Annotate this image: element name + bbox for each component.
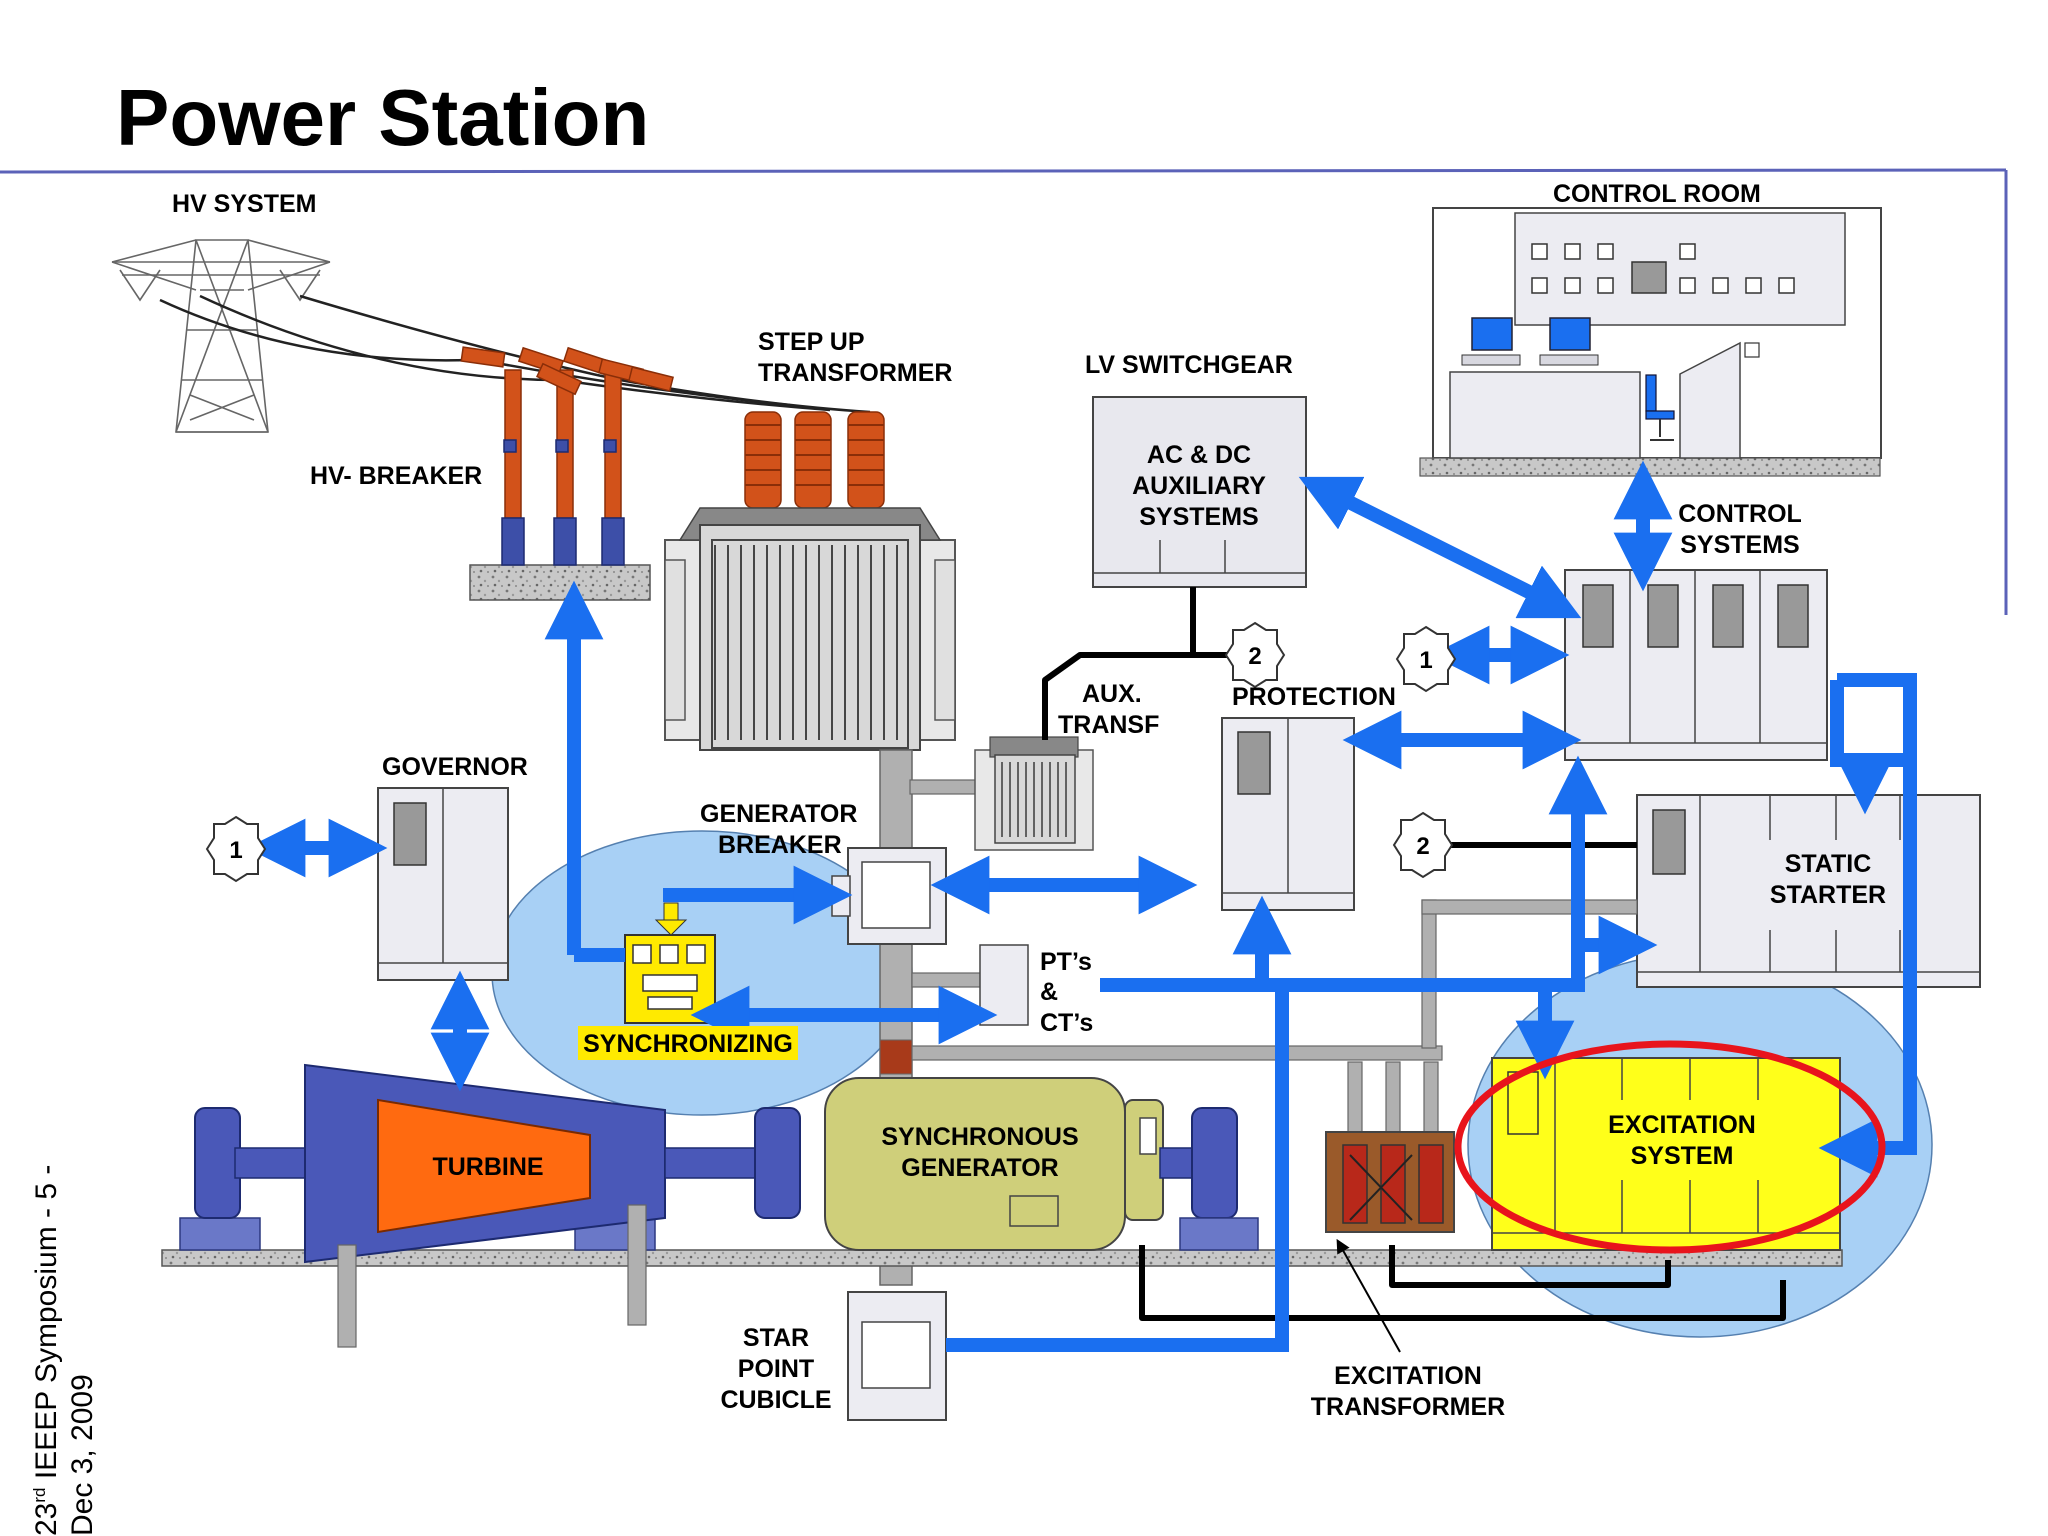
- operator-chair-icon: [1645, 374, 1675, 441]
- slide-frame: [0, 168, 2008, 615]
- lv-switchgear-cabinet: [1092, 396, 1307, 588]
- label-generator-breaker-1: GENERATOR: [700, 800, 857, 828]
- label-step-up-2: TRANSFORMER: [758, 359, 952, 387]
- badge-1-governor-text: 1: [229, 837, 242, 864]
- badge-2-protection: 2: [1224, 621, 1286, 689]
- label-generator-breaker-2: BREAKER: [718, 831, 842, 859]
- label-turbine: TURBINE: [432, 1153, 543, 1181]
- hv-tower-icon: [111, 239, 331, 433]
- pts-cts-box: [979, 944, 1029, 1026]
- label-star-point-2: POINT: [738, 1355, 814, 1383]
- label-excitation-transformer-2: TRANSFORMER: [1311, 1393, 1505, 1421]
- hv-breaker: [460, 346, 674, 601]
- label-hv-breaker: HV- BREAKER: [310, 462, 482, 490]
- footer-line-1: 23rd IEEEP Symposium - 5 -: [22, 1165, 65, 1536]
- footer-ordinal-number: 23: [30, 1502, 63, 1536]
- label-excitation-system-2: SYSTEM: [1631, 1142, 1734, 1170]
- flow-arrows: [246, 460, 1917, 1352]
- star-point-cubicle: [847, 1291, 947, 1421]
- generator-breaker: [831, 847, 947, 945]
- label-static-starter-2: STARTER: [1770, 881, 1886, 909]
- label-pts-cts-2: &: [1040, 978, 1058, 1006]
- machine-base-plate: [161, 1249, 1843, 1267]
- synchronous-generator: [824, 1077, 1259, 1251]
- computer-monitor-icon: [1461, 317, 1599, 366]
- slide-footer: 23rd IEEEP Symposium - 5 - Dec 3, 2009: [22, 1165, 101, 1536]
- step-up-transformer: [664, 411, 956, 751]
- label-ac-dc-3: SYSTEMS: [1139, 503, 1258, 531]
- footer-ordinal-suffix: rd: [30, 1487, 49, 1503]
- label-governor: GOVERNOR: [382, 753, 528, 781]
- label-ac-dc-1: AC & DC: [1147, 441, 1251, 469]
- label-ac-dc-2: AUXILIARY: [1132, 472, 1266, 500]
- badge-2-protection-text: 2: [1248, 643, 1261, 670]
- label-control-room: CONTROL ROOM: [1553, 180, 1761, 208]
- label-protection: PROTECTION: [1232, 683, 1396, 711]
- slide-title: Power Station: [116, 73, 650, 162]
- turbine: [179, 1063, 801, 1348]
- excitation-transformer-pointer: [1336, 1238, 1401, 1353]
- label-excitation-system-1: EXCITATION: [1608, 1111, 1756, 1139]
- label-sync-generator-1: SYNCHRONOUS: [881, 1123, 1078, 1151]
- control-room: [1419, 207, 1882, 477]
- synchronizing-label-bg: [578, 1026, 798, 1060]
- aux-transformer: [974, 736, 1094, 851]
- footer-date: Dec 3, 2009: [66, 1374, 99, 1536]
- excitation-highlight-ellipse: [1454, 1040, 1886, 1254]
- footer-event: IEEEP Symposium - 5 -: [30, 1164, 63, 1488]
- label-pts-cts-1: PT’s: [1040, 948, 1092, 976]
- label-step-up-1: STEP UP: [758, 328, 865, 356]
- label-excitation-transformer-1: EXCITATION: [1334, 1362, 1482, 1390]
- label-aux-transf-1: AUX.: [1082, 680, 1142, 708]
- label-static-starter-1: STATIC: [1785, 850, 1872, 878]
- badge-2-static-starter: 2: [1392, 811, 1454, 879]
- transmission-lines: [159, 294, 871, 414]
- label-control-systems-1: CONTROL: [1678, 500, 1802, 528]
- label-star-point-1: STAR: [743, 1324, 809, 1352]
- label-hv-system: HV SYSTEM: [172, 190, 316, 218]
- badge-1-control: 1: [1395, 625, 1457, 693]
- label-lv-switchgear: LV SWITCHGEAR: [1085, 351, 1293, 379]
- badge-2-static-starter-text: 2: [1416, 833, 1429, 860]
- label-synchronizing: SYNCHRONIZING: [583, 1030, 793, 1058]
- label-aux-transf-2: TRANSF: [1058, 711, 1159, 739]
- excitation-transformer: [1325, 899, 1638, 1233]
- control-systems-cabinet: [1564, 569, 1828, 761]
- cables: [1042, 587, 1786, 1321]
- label-control-systems-2: SYSTEMS: [1680, 531, 1799, 559]
- protection-cabinet: [1221, 717, 1355, 911]
- governor-cabinet: [377, 787, 509, 981]
- badge-1-control-text: 1: [1419, 647, 1432, 674]
- label-star-point-3: CUBICLE: [720, 1386, 831, 1414]
- label-sync-generator-2: GENERATOR: [901, 1154, 1058, 1182]
- excitation-system-cabinet: [1491, 1057, 1841, 1251]
- static-starter-cabinet: [1636, 794, 1981, 988]
- badge-1-governor: 1: [205, 815, 267, 883]
- label-pts-cts-3: CT’s: [1040, 1009, 1093, 1037]
